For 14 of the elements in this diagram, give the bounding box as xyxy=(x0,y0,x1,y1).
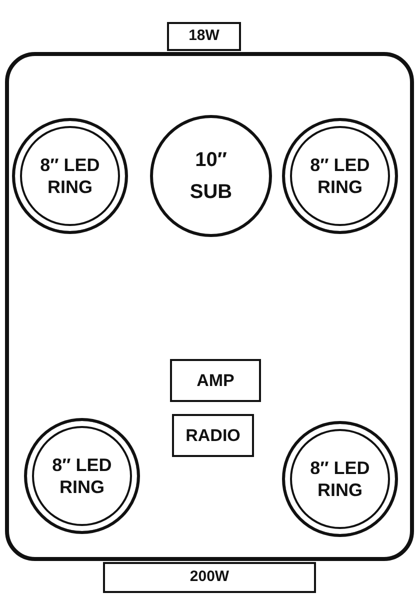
dimension-label: 18W xyxy=(188,27,220,46)
component-box xyxy=(170,359,261,402)
component-label: 8″ LED RING xyxy=(51,454,113,498)
component-label: 8″ LED RING xyxy=(39,154,101,198)
label-tag xyxy=(167,22,241,51)
label-tag xyxy=(103,562,316,593)
component-box xyxy=(172,414,254,457)
component-label: 8″ LED RING xyxy=(309,154,371,198)
enclosure-outline xyxy=(5,52,414,561)
component-label: 8″ LED RING xyxy=(309,456,371,502)
component-label: RADIO xyxy=(186,424,240,446)
component-label: 10″ SUB xyxy=(188,148,234,205)
dimension-label: 200W xyxy=(190,568,230,587)
component-label: AMP xyxy=(196,370,234,392)
